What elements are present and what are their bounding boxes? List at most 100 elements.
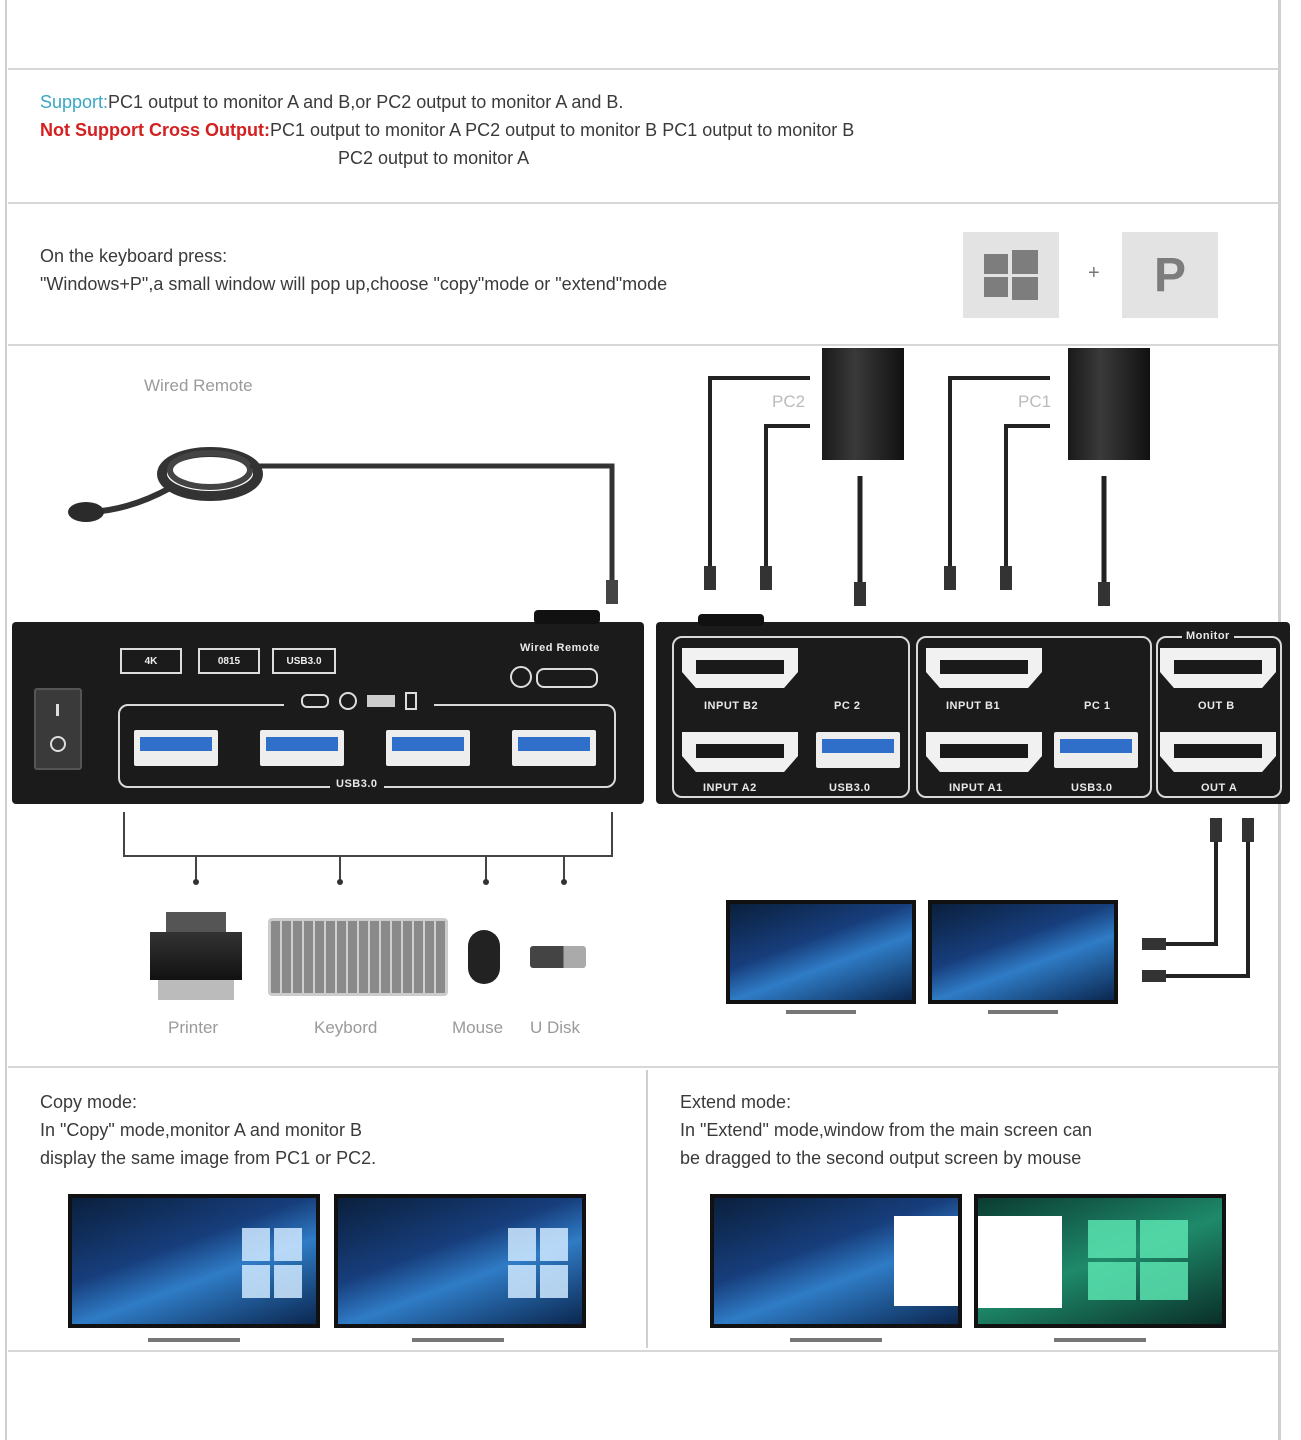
pc1-tower — [1068, 348, 1150, 460]
badge-4k: 4K — [120, 648, 182, 674]
usb-group-label: USB3.0 — [330, 778, 384, 790]
hdmi-input-b2[interactable] — [682, 648, 798, 688]
usb-port-1[interactable] — [134, 730, 218, 766]
label-input-b1: INPUT B1 — [946, 700, 1001, 712]
pc2-port-group — [672, 636, 910, 798]
plus-sign: + — [1088, 262, 1100, 284]
support-text: PC1 output to monitor A and B,or PC2 out… — [108, 92, 624, 112]
copy-monitor-a — [68, 1194, 320, 1328]
label-out-a: OUT A — [1198, 782, 1241, 794]
label-pc2: PC 2 — [834, 700, 861, 712]
extend-mode-line-2: be dragged to the second output screen b… — [680, 1148, 1082, 1168]
usb-pc1-port[interactable] — [1054, 732, 1138, 768]
extend-mode-heading: Extend mode: — [680, 1092, 792, 1112]
badge-0815: 0815 — [198, 648, 260, 674]
power-switch-icon[interactable] — [34, 688, 82, 770]
caption-keyboard: Keybord — [314, 1018, 378, 1037]
divider-2 — [8, 202, 1279, 204]
pc1-label: PC1 — [1018, 392, 1052, 411]
divider-top — [8, 68, 1279, 70]
extend-monitor-second — [974, 1194, 1226, 1328]
port-function-icons — [284, 692, 434, 710]
label-usb-pc2: USB3.0 — [826, 782, 874, 794]
hdmi-input-a2[interactable] — [682, 732, 798, 772]
keyboard-grid-icon — [367, 695, 395, 707]
badge-usb3: USB3.0 — [272, 648, 336, 674]
monitor-b-image — [928, 900, 1118, 1004]
label-out-b: OUT B — [1198, 700, 1235, 712]
keyboard-icon — [339, 692, 357, 710]
wired-remote-cable — [68, 447, 618, 604]
not-support-line: Not Support Cross Output:PC1 output to m… — [40, 116, 854, 144]
hdmi-input-a1[interactable] — [926, 732, 1042, 772]
copy-monitor-b-stand — [412, 1338, 504, 1342]
divider-bottom — [8, 1350, 1279, 1352]
divider-3 — [8, 344, 1279, 346]
copy-mode-line-2: display the same image from PC1 or PC2. — [40, 1148, 377, 1168]
caption-mouse: Mouse — [452, 1018, 504, 1037]
dragged-window — [894, 1216, 958, 1306]
wired-remote-port-label: Wired Remote — [520, 642, 600, 654]
divider-4 — [8, 1066, 1279, 1068]
monitor-b-stand — [988, 1010, 1058, 1014]
remote-jack-icon[interactable] — [510, 666, 532, 688]
keyboard-text: "Windows+P",a small window will pop up,c… — [40, 274, 668, 294]
copy-monitor-b — [334, 1194, 586, 1328]
u-disk-image — [530, 946, 586, 968]
p-key: P — [1122, 232, 1218, 318]
label-usb-pc1: USB3.0 — [1068, 782, 1116, 794]
hdmi-out-a[interactable] — [1160, 732, 1276, 772]
rear-knob — [698, 614, 764, 626]
mouse-image — [468, 930, 500, 984]
caption-printer: Printer — [168, 1018, 219, 1037]
label-input-a2: INPUT A2 — [700, 782, 760, 794]
copy-mode-line-1: In "Copy" mode,monitor A and monitor B — [40, 1120, 362, 1140]
remote-knob — [534, 610, 600, 624]
hdmi-out-b[interactable] — [1160, 648, 1276, 688]
pc2-label: PC2 — [772, 392, 806, 411]
extend-mode-line-1: In "Extend" mode,window from the main sc… — [680, 1120, 1092, 1140]
monitor-group-label: Monitor — [1182, 630, 1234, 642]
extend-monitor-main — [710, 1194, 962, 1328]
monitor-a-image — [726, 900, 916, 1004]
pc-cables — [704, 376, 1110, 606]
copy-monitor-a-stand — [148, 1338, 240, 1342]
label-input-a1: INPUT A1 — [946, 782, 1006, 794]
not-support-text-2: PC2 output to monitor A — [338, 148, 530, 168]
keyboard-heading: On the keyboard press: — [40, 246, 228, 266]
p-key-label: P — [1153, 248, 1186, 302]
usb-port-4[interactable] — [512, 730, 596, 766]
usb-port-2[interactable] — [260, 730, 344, 766]
not-support-text-1: PC1 output to monitor A PC2 output to mo… — [269, 120, 855, 140]
extend-monitor-second-stand — [1054, 1338, 1146, 1342]
keyboard-image — [268, 918, 448, 996]
windows-logo-icon — [984, 250, 1038, 300]
copy-mode-heading: Copy mode: — [40, 1092, 138, 1112]
pc2-tower — [822, 348, 904, 460]
not-support-label: Not Support Cross Output: — [40, 120, 270, 140]
moved-window — [978, 1216, 1062, 1308]
windows-key — [963, 232, 1059, 318]
support-line: Support:PC1 output to monitor A and B,or… — [40, 88, 623, 116]
pc1-port-group — [916, 636, 1152, 798]
kvm-front-panel: 4K 0815 USB3.0 Wired Remote USB3.0 — [12, 610, 644, 804]
caption-u-disk: U Disk — [530, 1018, 581, 1037]
usb-port-3[interactable] — [386, 730, 470, 766]
label-pc1: PC 1 — [1084, 700, 1111, 712]
monitor-cables — [1142, 818, 1254, 982]
hdmi-input-b1[interactable] — [926, 648, 1042, 688]
usb-c-port[interactable] — [536, 668, 598, 688]
support-label: Support: — [40, 92, 109, 112]
kvm-rear-panel: Monitor INPUT B2 PC 2 INPUT B1 PC 1 OUT … — [656, 614, 1290, 804]
label-input-b2: INPUT B2 — [704, 700, 759, 712]
printer-image — [150, 912, 242, 1000]
monitor-a-stand — [786, 1010, 856, 1014]
extend-monitor-main-stand — [790, 1338, 882, 1342]
mouse-icon — [301, 694, 329, 708]
peripheral-bracket — [123, 812, 613, 885]
left-border — [5, 0, 7, 1440]
mode-divider — [646, 1070, 648, 1348]
usb-pc2-port[interactable] — [816, 732, 900, 768]
wired-remote-caption: Wired Remote — [144, 376, 253, 395]
usb-icon — [405, 692, 417, 710]
